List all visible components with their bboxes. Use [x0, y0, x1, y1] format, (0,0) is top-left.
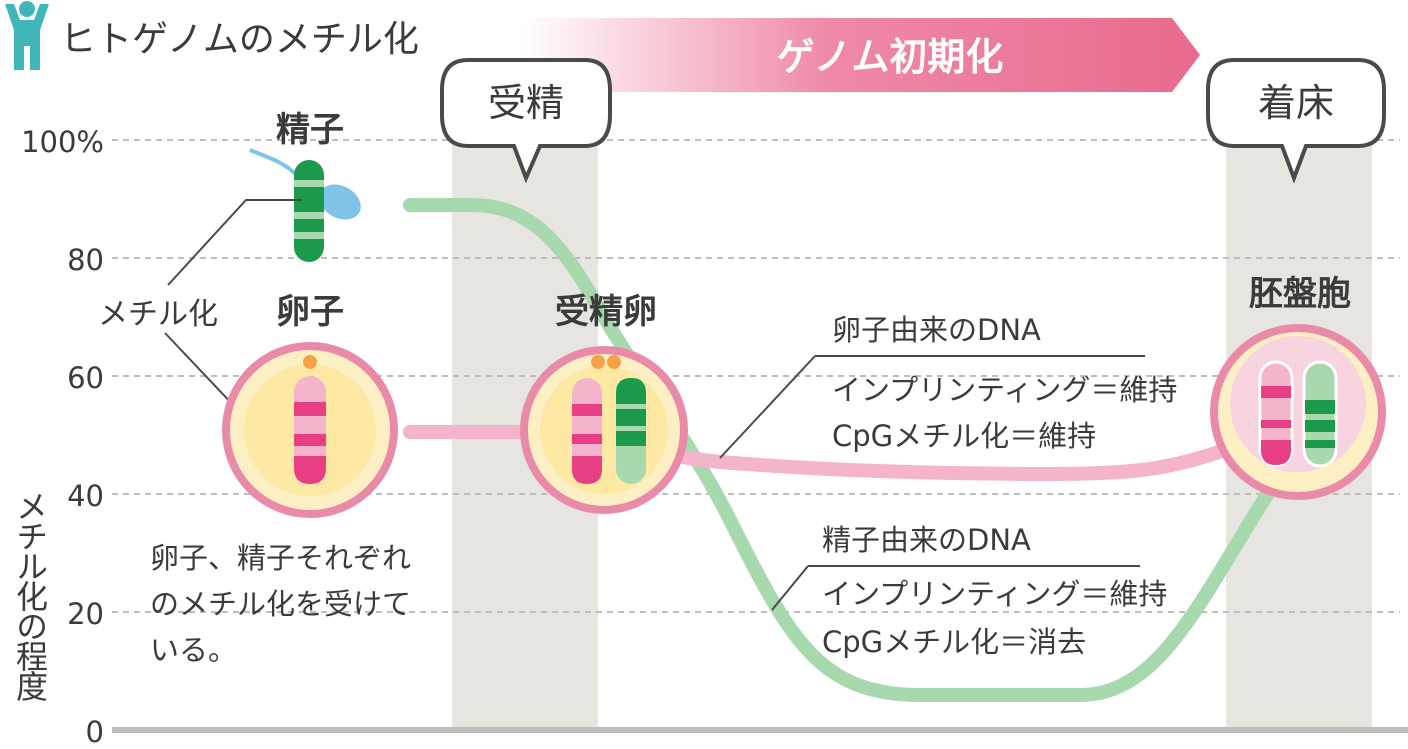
sperm-dna-annotation: 精子由来のDNA インプリンティング＝維持 CpGメチル化＝消去 — [771, 523, 1167, 659]
gamete-note-line-3: いる。 — [150, 633, 237, 667]
egg-dna-title: 卵子由来のDNA — [832, 313, 1041, 347]
implantation-label: 着床 — [1258, 81, 1334, 125]
methylation-label: メチル化 — [98, 297, 218, 332]
egg-dna-cpg: CpGメチル化＝維持 — [832, 419, 1096, 453]
tick-100: 100% — [21, 125, 104, 159]
sperm-dna-title: 精子由来のDNA — [822, 523, 1031, 557]
sperm-dna-imprinting: インプリンティング＝維持 — [822, 577, 1167, 611]
banner-label: ゲノム初期化 — [777, 35, 1004, 79]
sperm-illustration — [249, 148, 361, 262]
tick-0: 0 — [86, 715, 104, 745]
y-axis-label: メチル化の程度 — [11, 490, 49, 700]
sperm-dna-cpg: CpGメチル化＝消去 — [822, 625, 1086, 659]
methylation-pointer-sperm — [167, 199, 302, 286]
fertilization-bubble: 受精 — [440, 58, 612, 184]
sperm-label: 精子 — [276, 110, 344, 150]
person-icon — [5, 1, 49, 70]
sperm-dna-pointer — [771, 565, 809, 611]
egg-dna-annotation: 卵子由来のDNA インプリンティング＝維持 CpGメチル化＝維持 — [719, 313, 1177, 459]
egg-dna-pointer — [719, 355, 816, 459]
fertilization-label: 受精 — [488, 81, 564, 125]
gamete-note: 卵子、精子それぞれ のメチル化を受けて いる。 — [150, 541, 411, 667]
tick-20: 20 — [67, 597, 104, 631]
blastocyst-illustration — [1210, 324, 1386, 500]
tick-60: 60 — [67, 361, 104, 395]
zygote-illustration — [520, 346, 688, 514]
egg-dna-imprinting: インプリンティング＝維持 — [832, 373, 1177, 407]
blastocyst-label: 胚盤胞 — [1249, 274, 1351, 314]
gamete-note-line-1: 卵子、精子それぞれ — [150, 541, 411, 575]
zygote-label: 受精卵 — [555, 292, 657, 332]
genome-reset-banner — [522, 18, 1200, 92]
paternal-methylation-curve — [403, 198, 1277, 702]
tick-40: 40 — [67, 479, 104, 513]
egg-illustration — [222, 342, 398, 518]
implantation-bubble: 着床 — [1206, 58, 1386, 184]
gamete-note-line-2: のメチル化を受けて — [150, 587, 411, 621]
egg-label: 卵子 — [276, 292, 344, 332]
header-title: ヒトゲノムのメチル化 — [60, 19, 419, 60]
tick-80: 80 — [67, 243, 104, 277]
